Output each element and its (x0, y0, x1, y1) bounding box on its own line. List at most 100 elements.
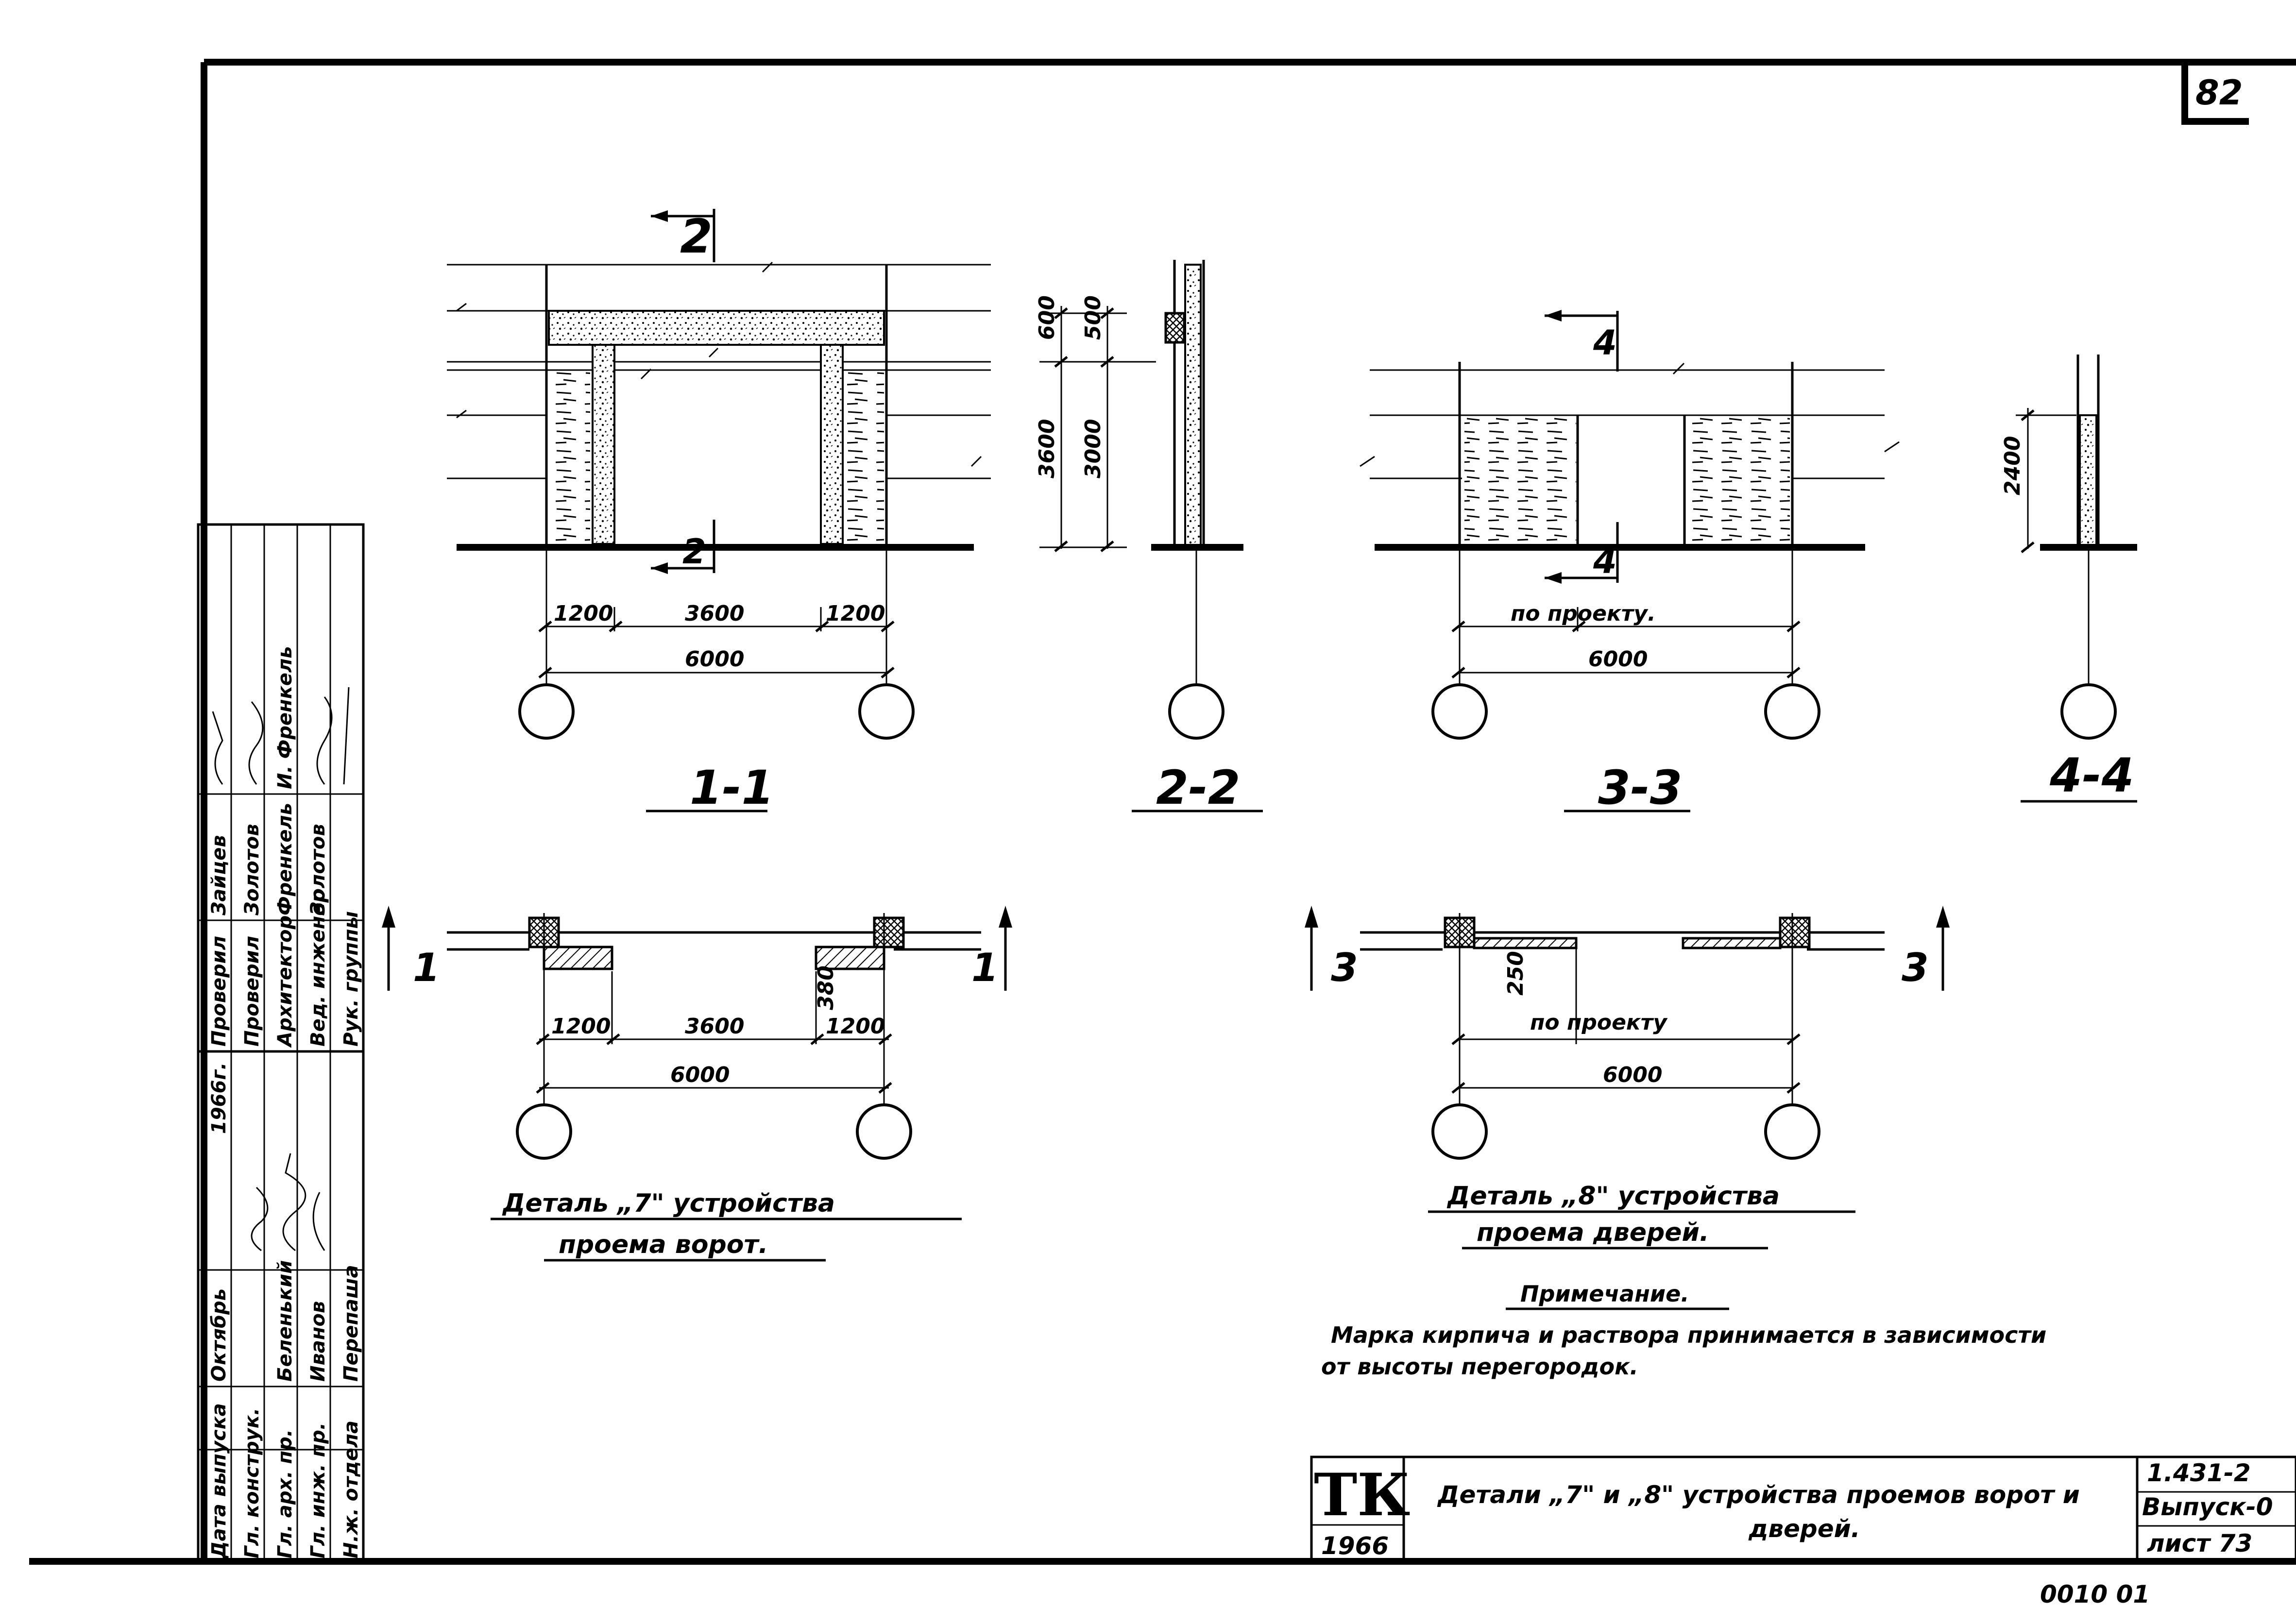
title-year: 1966 (1321, 1532, 1389, 1560)
section-label: 1-1 (690, 761, 774, 815)
svg-text:1: 1 (971, 945, 999, 990)
detail-8-title-2: проема дверей. (1477, 1218, 1709, 1247)
svg-text:Архитектор: Архитектор (274, 915, 296, 1048)
detail-7-title-2: проема ворот. (559, 1230, 768, 1259)
svg-text:Зайцев: Зайцев (208, 835, 230, 916)
svg-text:Френкель: Френкель (274, 803, 296, 915)
brick-courses (447, 264, 991, 479)
section-label: 2-2 (1156, 761, 1240, 815)
svg-text:6000: 6000 (1603, 1063, 1662, 1087)
svg-text:4: 4 (1593, 323, 1617, 363)
partition-left (1473, 937, 1578, 949)
svg-text:500: 500 (1081, 295, 1105, 340)
sheet-number: 82 (2195, 73, 2243, 113)
axis-circle-left (1431, 683, 1488, 740)
note-line-2: от высоты перегородок. (1321, 1353, 1638, 1380)
detail-7-title-1: Деталь „7" устройства (502, 1189, 835, 1218)
svg-text:Золотов: Золотов (307, 824, 329, 916)
svg-text:6000: 6000 (685, 647, 744, 672)
svg-text:2: 2 (682, 532, 706, 572)
title-block: ТК 1966 Детали „7" и „8" устройства прое… (1310, 1455, 2296, 1607)
axis-circle (1168, 683, 1225, 740)
svg-text:1966г.: 1966г. (208, 1063, 230, 1134)
axis-circle-right (856, 1103, 912, 1160)
section-1-1: 2 2 1200 3600 1200 6000 1-1 (447, 209, 991, 815)
lintel (548, 310, 885, 346)
svg-text:1200: 1200 (551, 1014, 611, 1039)
series-code: 1.431-2 (2147, 1459, 2251, 1487)
svg-text:1200: 1200 (826, 601, 885, 626)
svg-text:1: 1 (413, 945, 440, 990)
dimensions-1-1: 1200 3600 1200 6000 (538, 601, 895, 678)
dimensions-detail-8: по проекту 6000 (1451, 1010, 1801, 1094)
axis-circle-left (516, 1103, 572, 1160)
cut-mark-3-left: 3 (1305, 906, 1358, 991)
cut-mark-4-top: 4 (1545, 310, 1619, 372)
pier-left (543, 946, 613, 970)
dimensions-detail-7: 1200 3600 1200 6000 (536, 971, 892, 1094)
cut-mark-2-top: 2 (651, 209, 715, 264)
svg-text:Перепаша: Перепаша (340, 1265, 362, 1382)
cut-mark-2-bottom: 2 (651, 520, 715, 574)
svg-text:Золотов: Золотов (241, 824, 263, 916)
svg-text:250: 250 (1503, 951, 1528, 996)
svg-text:3000: 3000 (1081, 419, 1105, 478)
svg-text:по проекту: по проекту (1530, 1010, 1668, 1035)
svg-text:по проекту.: по проекту. (1511, 601, 1656, 626)
svg-text:Проверил: Проверил (208, 936, 230, 1047)
issue-label: Выпуск-0 (2142, 1493, 2273, 1521)
detail-7-plan: 1 1 380 1200 3600 1200 6000 Деталь „7" у… (382, 906, 1012, 1262)
cut-mark-1-right: 1 (971, 906, 1012, 991)
svg-text:Иванов: Иванов (307, 1301, 329, 1382)
svg-text:Дата выпуска: Дата выпуска (208, 1403, 230, 1559)
bottom-code: 0010 01 (2040, 1580, 2150, 1607)
section-3-3: 4 4 по проекту. 6000 3-3 (1360, 310, 1900, 815)
svg-text:6000: 6000 (1588, 647, 1648, 672)
stamp-left: Н.ж. отдела Гл. инж. пр. Гл. арх. пр. Гл… (197, 523, 365, 1563)
detail-8-plan: 3 3 250 по проекту 6000 Деталь „8" устро… (1305, 906, 1950, 1250)
partition-right (1682, 937, 1782, 949)
svg-text:4: 4 (1593, 541, 1617, 581)
wall-section (1184, 264, 1202, 548)
title-line-1: Детали „7" и „8" устройства проемов воро… (1437, 1481, 2080, 1509)
svg-text:3600: 3600 (685, 601, 744, 626)
note: Примечание. Марка кирпича и раствора при… (1321, 1281, 2046, 1380)
svg-text:1200: 1200 (554, 601, 613, 626)
lintel-section (1164, 312, 1186, 344)
svg-text:Гл. инж. пр.: Гл. инж. пр. (307, 1422, 329, 1558)
detail-8-title-1: Деталь „8" устройства (1446, 1182, 1780, 1211)
axis-circle-right (1764, 683, 1820, 740)
svg-text:600: 600 (1035, 295, 1059, 340)
svg-text:Проверил: Проверил (241, 936, 263, 1047)
cut-mark-3-right: 3 (1902, 906, 1950, 991)
svg-text:3: 3 (1331, 945, 1358, 990)
note-line-1: Марка кирпича и раствора принимается в з… (1331, 1322, 2046, 1348)
svg-text:3600: 3600 (1035, 419, 1059, 478)
partition-right (1685, 418, 1790, 544)
svg-text:380: 380 (814, 965, 838, 1010)
section-2-2: 600 500 3600 3000 2-2 (1035, 260, 1263, 815)
axis-circle-left (1431, 1103, 1488, 1160)
svg-text:Гл. конструк.: Гл. конструк. (241, 1408, 263, 1558)
svg-text:1200: 1200 (826, 1014, 885, 1039)
svg-text:Беленький: Беленький (274, 1260, 296, 1382)
svg-text:2400: 2400 (2000, 436, 2025, 495)
axis-circle-right (858, 683, 915, 740)
partition-section (2079, 414, 2097, 547)
axis-circle-left (518, 683, 575, 740)
svg-text:Рук. группы: Рук. группы (340, 911, 362, 1047)
svg-text:3: 3 (1902, 945, 1929, 990)
cut-mark-1-left: 1 (382, 906, 440, 991)
svg-text:2: 2 (680, 209, 713, 264)
svg-text:Гл. арх. пр.: Гл. арх. пр. (274, 1429, 296, 1558)
column-right (873, 916, 905, 948)
axis-circle-right (1764, 1103, 1820, 1160)
section-4-4: 2400 4-4 (2000, 355, 2137, 803)
partition-left (1464, 418, 1576, 544)
sheet-label: лист 73 (2147, 1529, 2252, 1557)
axis-circle (2060, 683, 2117, 740)
svg-text:Н.ж. отдела: Н.ж. отдела (340, 1421, 362, 1558)
note-heading: Примечание. (1520, 1281, 1689, 1307)
svg-text:6000: 6000 (670, 1063, 730, 1087)
